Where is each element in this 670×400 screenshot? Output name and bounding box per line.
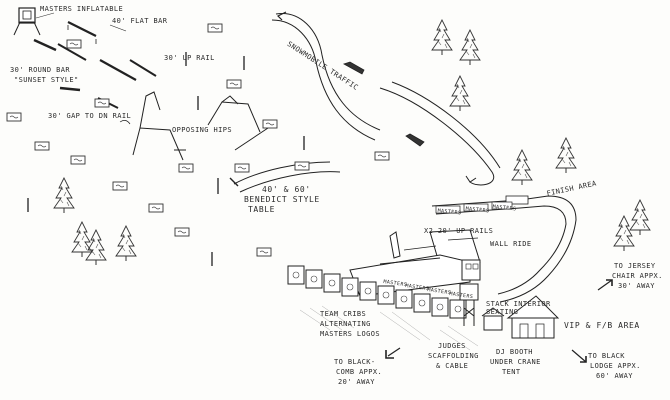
snowmobile-traffic-track: [271, 11, 501, 186]
to-black-lodge-label-3: 60' Away: [596, 372, 633, 380]
round-bar-style-label: "Sunset Style": [14, 76, 79, 84]
stack-area-label-1: Stack Interior: [486, 300, 551, 308]
finish-arc-signs: [435, 201, 513, 214]
benedict-table-label-2: Benedict Style: [244, 195, 320, 204]
dj-booth-label-3: Tent: [502, 368, 521, 376]
dj-booth-label-1: DJ Booth: [496, 348, 533, 356]
gap-to-dn-rail-label: 30' Gap to DN Rail: [48, 112, 132, 120]
flat-bar-label: 40' Flat Bar: [112, 17, 168, 25]
team-cribs-label-3: Masters Logos: [320, 330, 380, 338]
benedict-table-label-3: Table: [248, 205, 276, 214]
dj-booth-label-2: Under Crane: [490, 358, 541, 366]
judges-tower-icon: [459, 283, 479, 326]
finish-area-arc: [431, 195, 577, 303]
to-black-comb-label-3: 20' Away: [338, 378, 375, 386]
up-rail-label: 30' Up Rail: [164, 54, 215, 62]
rail-features: [33, 21, 157, 109]
to-black-comb-label-2: Comb Appx.: [336, 368, 383, 376]
stack-area-label-2: Seating: [486, 308, 519, 316]
pine-trees: [53, 19, 651, 266]
team-cribs-label-1: Team Cribs: [320, 310, 367, 318]
judges-label-2: Scaffolding: [428, 352, 479, 360]
snowmobile-icon: [343, 61, 425, 147]
direction-arrows: [385, 279, 613, 363]
pencil-shading: [299, 305, 479, 351]
to-jersey-label-1: To Jersey: [614, 262, 656, 270]
team-cribs: [287, 265, 467, 319]
opposing-hips-label: Opposing Hips: [172, 126, 232, 134]
opposing-hips-icon: [119, 91, 269, 161]
to-jersey-label-2: Chair Appx.: [612, 272, 663, 280]
benedict-table-label-1: 40' & 60': [262, 185, 311, 194]
round-bar-label: 30' Round Bar: [10, 66, 70, 74]
to-black-lodge-label-2: Lodge Appx.: [590, 362, 641, 370]
judges-label-3: & Cable: [436, 362, 469, 370]
dj-booth-icon: [481, 307, 505, 331]
marker-poles: [27, 52, 305, 266]
vip-tent-icon: [506, 295, 560, 339]
to-black-comb-label-1: To Black-: [334, 358, 376, 366]
up-rails-label: x2 20' Up Rails: [424, 227, 494, 235]
to-jersey-label-3: 30' Away: [618, 282, 655, 290]
crib-logos: [292, 271, 462, 313]
wall-ride-label: Wall Ride: [490, 240, 532, 248]
benedict-table-ramp: [229, 161, 341, 193]
masters-inflatable-icon: [13, 7, 55, 36]
to-black-lodge-label-1: To Black: [588, 352, 625, 360]
team-cribs-label-2: Alternating: [320, 320, 371, 328]
masters-inflatable-label: Masters Inflatable: [40, 5, 124, 13]
judges-label-1: Judges: [438, 342, 466, 350]
vip-area-label: VIP & F/B Area: [564, 321, 640, 330]
